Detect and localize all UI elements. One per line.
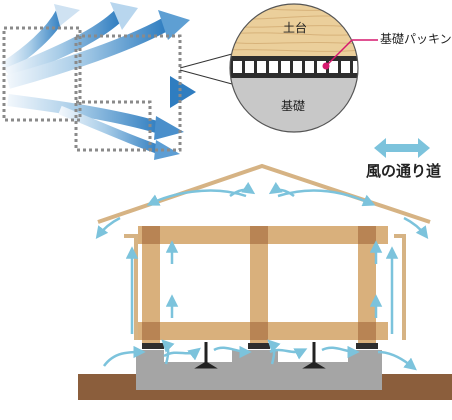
post-right: [358, 226, 376, 344]
wind-arrows-icon: [0, 2, 196, 160]
post-center: [250, 226, 268, 344]
packing-vents: [233, 61, 358, 73]
double-arrow-icon: [374, 138, 430, 158]
foundation: [136, 350, 382, 390]
packing-pointer: [322, 39, 378, 70]
airflow-arrows: [95, 181, 429, 371]
timber-joints: [142, 226, 376, 340]
packing-blocks: [142, 343, 378, 349]
label-packing: 基礎パッキン: [380, 32, 452, 46]
dotted-frame: [2, 26, 182, 152]
label-foundation: 基礎: [281, 99, 306, 113]
house: [78, 163, 452, 400]
wall-right: [394, 234, 406, 340]
floor-posts: [194, 342, 326, 369]
post-left: [142, 226, 160, 344]
wall-left: [124, 234, 138, 340]
callout-lines: [179, 53, 233, 85]
legend-label: 風の通り道: [366, 162, 442, 180]
label-sill: 土台: [283, 21, 308, 35]
